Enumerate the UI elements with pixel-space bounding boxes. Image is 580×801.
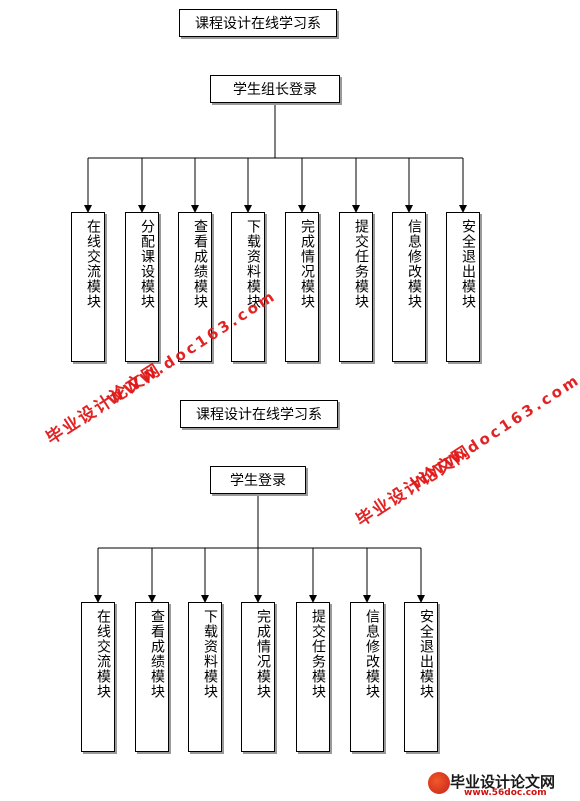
module-label: 完成情况模块 — [299, 219, 315, 309]
module-label: 查看成绩模块 — [149, 609, 165, 699]
site-logo-icon — [428, 772, 450, 794]
diagram2-module-box: 信息修改模块 — [350, 602, 384, 752]
diagram1-title: 课程设计在线学习系 — [195, 16, 321, 32]
diagram1-module-box: 分配课设模块 — [125, 212, 159, 362]
diagram2-module-box: 在线交流模块 — [81, 602, 115, 752]
diagram1-module-box: 在线交流模块 — [71, 212, 105, 362]
diagram1-module-box: 提交任务模块 — [339, 212, 373, 362]
diagram2-connectors — [94, 494, 425, 603]
module-label: 下载资料模块 — [245, 219, 261, 309]
diagram2-login-label: 学生登录 — [230, 473, 286, 489]
module-label: 安全退出模块 — [460, 219, 476, 309]
diagram2-module-box: 安全退出模块 — [404, 602, 438, 752]
diagram1-login-label: 学生组长登录 — [233, 82, 317, 98]
module-label: 提交任务模块 — [353, 219, 369, 309]
diagram1-module-box: 安全退出模块 — [446, 212, 480, 362]
diagram1-module-box: 查看成绩模块 — [178, 212, 212, 362]
module-label: 安全退出模块 — [418, 609, 434, 699]
diagram1-module-box: 下载资料模块 — [231, 212, 265, 362]
diagram1-connectors — [84, 102, 467, 213]
diagram2-module-box: 提交任务模块 — [296, 602, 330, 752]
footer-url: www.56doc.com — [464, 788, 547, 798]
footer-site-name: 毕业设计论文网 — [450, 773, 556, 791]
module-label: 分配课设模块 — [139, 219, 155, 309]
module-label: 信息修改模块 — [406, 219, 422, 309]
module-label: 完成情况模块 — [255, 609, 271, 699]
diagram2-module-box: 查看成绩模块 — [135, 602, 169, 752]
diagram1-title-box: 课程设计在线学习系 — [179, 9, 337, 37]
module-label: 在线交流模块 — [85, 219, 101, 309]
diagram2-title: 课程设计在线学习系 — [196, 407, 322, 423]
module-label: 提交任务模块 — [310, 609, 326, 699]
diagram1-module-box: 信息修改模块 — [392, 212, 426, 362]
diagram2-login-box: 学生登录 — [210, 466, 306, 494]
diagram1-login-box: 学生组长登录 — [210, 75, 340, 103]
diagram2-title-box: 课程设计在线学习系 — [180, 400, 338, 428]
diagram1-module-box: 完成情况模块 — [285, 212, 319, 362]
module-label: 下载资料模块 — [202, 609, 218, 699]
diagram2-module-box: 完成情况模块 — [241, 602, 275, 752]
module-label: 信息修改模块 — [364, 609, 380, 699]
diagram2-module-box: 下载资料模块 — [188, 602, 222, 752]
module-label: 在线交流模块 — [95, 609, 111, 699]
module-label: 查看成绩模块 — [192, 219, 208, 309]
